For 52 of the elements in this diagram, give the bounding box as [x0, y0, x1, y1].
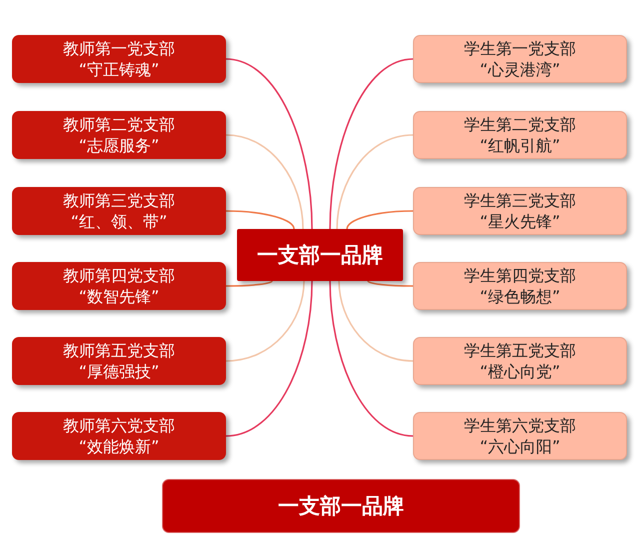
branch-name: 学生第五党支部 — [464, 340, 576, 361]
hub-box — [237, 229, 403, 281]
branch-slogan: “守正铸魂” — [78, 59, 160, 80]
branch-box — [413, 337, 627, 385]
branch-box — [413, 412, 627, 460]
branch-slogan: “六心向阳” — [480, 436, 560, 457]
branch-slogan: “红、领、带” — [70, 211, 168, 232]
branch-box — [413, 262, 627, 310]
branch-name: 教师第四党支部 — [63, 265, 175, 286]
branch-slogan: “心灵港湾” — [480, 59, 560, 80]
connector-line — [226, 280, 313, 437]
branch-slogan: “红帆引航” — [480, 135, 560, 156]
connector-line — [367, 280, 413, 287]
connector-line — [226, 58, 313, 230]
branch-box — [12, 262, 226, 310]
connector-line — [226, 280, 305, 362]
hub-title: 一支部一品牌 — [257, 242, 383, 269]
banner-box — [162, 479, 520, 533]
connector-line — [329, 280, 414, 437]
branch-box — [413, 111, 627, 159]
branch-name: 学生第四党支部 — [464, 265, 576, 286]
branch-name: 学生第一党支部 — [464, 38, 576, 59]
branch-slogan: “数智先锋” — [78, 286, 160, 307]
connector-line — [346, 210, 414, 230]
branch-box — [12, 187, 226, 235]
branch-slogan: “志愿服务” — [78, 135, 160, 156]
branch-slogan: “效能焕新” — [78, 436, 160, 457]
connector-line — [226, 280, 273, 287]
branch-slogan: “星火先锋” — [480, 211, 560, 232]
branch-name: 学生第三党支部 — [464, 190, 576, 211]
branch-slogan: “绿色畅想” — [480, 286, 560, 307]
connector-line — [226, 134, 304, 230]
branch-name: 教师第六党支部 — [63, 415, 175, 436]
branch-slogan: “厚德强技” — [78, 361, 160, 382]
connector-line — [329, 58, 414, 230]
branch-name: 教师第二党支部 — [63, 114, 175, 135]
branch-name: 学生第二党支部 — [464, 114, 576, 135]
branch-name: 教师第三党支部 — [63, 190, 175, 211]
banner-title: 一支部一品牌 — [278, 493, 404, 520]
branch-box — [12, 337, 226, 385]
branch-name: 学生第六党支部 — [464, 415, 576, 436]
branch-slogan: “橙心向党” — [480, 361, 560, 382]
branch-name: 教师第五党支部 — [63, 340, 175, 361]
connector-line — [336, 134, 414, 230]
connector-line — [226, 210, 295, 230]
branch-box — [12, 111, 226, 159]
branch-box — [12, 35, 226, 83]
connector-line — [338, 280, 414, 362]
branch-box — [413, 35, 627, 83]
branch-name: 教师第一党支部 — [63, 38, 175, 59]
branch-box — [413, 187, 627, 235]
branch-box — [12, 412, 226, 460]
